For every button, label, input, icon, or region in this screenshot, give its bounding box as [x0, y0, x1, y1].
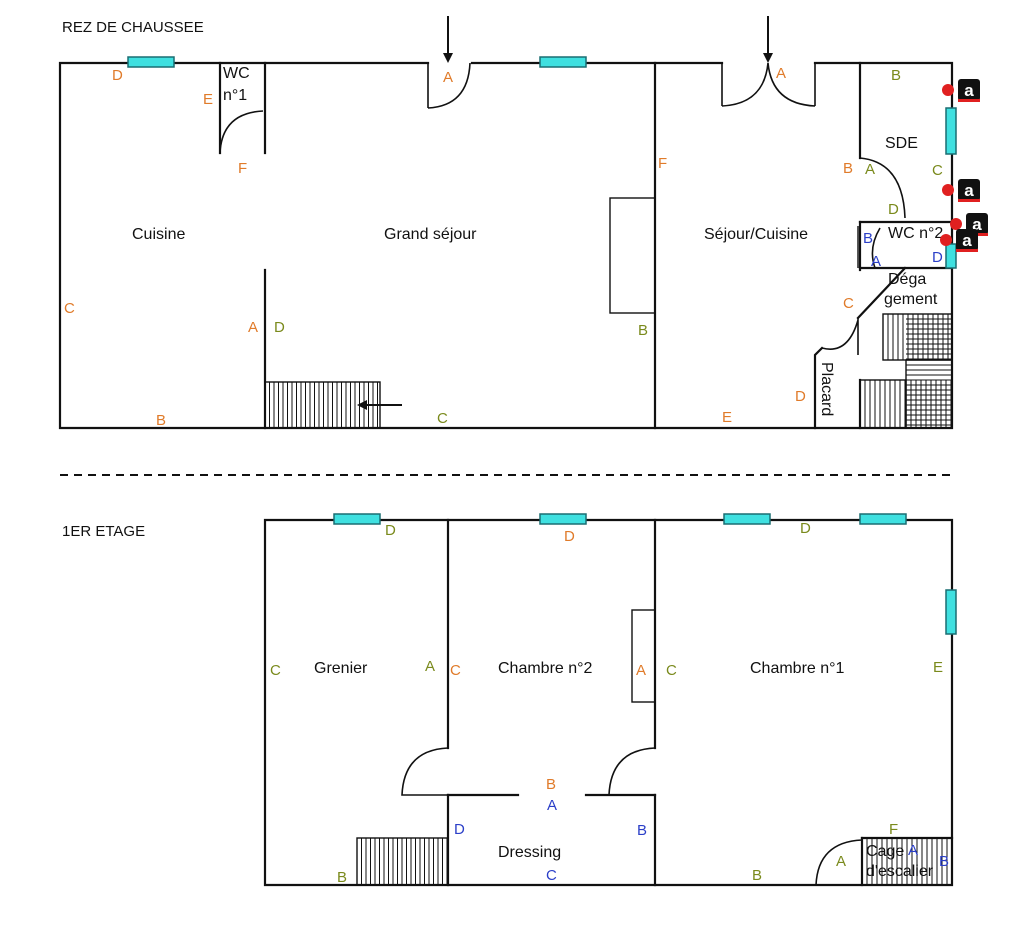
room-label-cage-2: d'escalier [866, 863, 934, 880]
wall-label-e: E [933, 659, 943, 676]
wall-label-a: A [871, 253, 881, 270]
wall-label-e: E [722, 409, 732, 426]
wall-label-c: C [437, 410, 448, 427]
wall-label-c: C [546, 867, 557, 884]
room-label-grand-sejour: Grand séjour [384, 226, 477, 243]
window-sde [945, 107, 957, 155]
wall-label-b: B [843, 160, 853, 177]
wall-label-b: B [337, 869, 347, 886]
wall-label-b: B [637, 822, 647, 839]
wall-label-a: A [443, 69, 453, 86]
grenier-door [401, 747, 449, 796]
ground-outer-walls [58, 61, 954, 430]
room-label-chambre2: Chambre n°2 [498, 660, 593, 677]
wall-label-f: F [889, 821, 898, 838]
wall-label-c: C [932, 162, 943, 179]
room-label-grenier: Grenier [314, 660, 368, 677]
window-living [539, 56, 587, 68]
window-grenier [333, 513, 381, 525]
wall-label-c: C [64, 300, 75, 317]
degagement-diagonal [856, 266, 907, 320]
entrance-door-2 [721, 62, 816, 107]
ground-stairs-right [859, 313, 953, 429]
window-chambre2 [539, 513, 587, 525]
wall-label-a: A [836, 853, 846, 870]
window-kitchen [127, 56, 175, 68]
svg-text:a: a [962, 231, 972, 250]
first-floor: Grenier Chambre n°2 Chambre n°1 Dressing… [263, 513, 957, 887]
wc1-door [219, 110, 264, 154]
window-chambre1-side [945, 589, 957, 635]
entrance-door-1 [427, 62, 471, 109]
wall-label-f: F [238, 160, 247, 177]
wall-label-c: C [270, 662, 281, 679]
chambre2-door [608, 747, 656, 796]
wall-label-d: D [795, 388, 806, 405]
closet-block [631, 609, 656, 703]
room-label-wc1: WC [223, 65, 250, 82]
wall-label-b: B [891, 67, 901, 84]
room-label-sejour-cuisine: Séjour/Cuisine [704, 226, 808, 243]
room-label-cuisine: Cuisine [132, 226, 185, 243]
wall-label-d: D [385, 522, 396, 539]
asbestos-marker-icon: a [940, 229, 978, 252]
chimney-block [609, 197, 656, 314]
first-outer-walls [263, 518, 954, 887]
wall-label-b: B [638, 322, 648, 339]
svg-text:a: a [972, 215, 982, 234]
asbestos-marker-icon: a [942, 179, 980, 202]
room-label-placard: Placard [818, 362, 835, 416]
wall-label-d: D [454, 821, 465, 838]
sde-door [859, 157, 906, 219]
wall-label-c: C [666, 662, 677, 679]
degagement-door [821, 318, 859, 355]
wall-label-b: B [752, 867, 762, 884]
wall-label-d: D [112, 67, 123, 84]
wall-label-a: A [908, 842, 918, 859]
svg-text:a: a [964, 181, 974, 200]
ground-floor: WC n°1 Cuisine Grand séjour Séjour/Cuisi… [58, 16, 988, 430]
wall-label-b: B [546, 776, 556, 793]
window-chambre1-b [859, 513, 907, 525]
asbestos-marker-icon: a [942, 79, 980, 102]
room-label-wc2: WC n°2 [888, 225, 943, 242]
wall-label-d: D [932, 249, 943, 266]
wall-label-d: D [564, 528, 575, 545]
wall-label-a: A [865, 161, 875, 178]
wall-label-d: D [274, 319, 285, 336]
svg-text:a: a [964, 81, 974, 100]
wall-label-e: E [203, 91, 213, 108]
wall-label-a: A [248, 319, 258, 336]
first-floor-heading: 1ER ETAGE [62, 523, 145, 540]
wall-label-c: C [843, 295, 854, 312]
wall-label-a: A [776, 65, 786, 82]
wall-label-a: A [636, 662, 646, 679]
wall-label-b: B [156, 412, 166, 429]
placard-wall-left [813, 346, 824, 430]
room-label-chambre1: Chambre n°1 [750, 660, 845, 677]
wc2-door [871, 227, 881, 269]
ground-floor-heading: REZ DE CHAUSSEE [62, 19, 204, 36]
room-label-cage-1: Cage [866, 843, 904, 860]
wall-label-c: C [450, 662, 461, 679]
window-wc2 [945, 243, 957, 269]
wall-label-b: B [863, 230, 873, 247]
window-chambre1-a [723, 513, 771, 525]
room-label-sde: SDE [885, 135, 918, 152]
wall-label-d: D [888, 201, 899, 218]
wall-label-a: A [547, 797, 557, 814]
wall-label-f: F [658, 155, 667, 172]
room-label-dressing: Dressing [498, 844, 561, 861]
room-label-degagement-1: Dégа [888, 271, 926, 288]
wall-label-d: D [800, 520, 811, 537]
room-label-degagement-2: gement [884, 291, 938, 308]
wall-label-b: B [939, 853, 949, 870]
wall-label-a: A [425, 658, 435, 675]
room-label-wc1-number: n°1 [223, 87, 247, 104]
stair-cage-door [815, 839, 863, 886]
